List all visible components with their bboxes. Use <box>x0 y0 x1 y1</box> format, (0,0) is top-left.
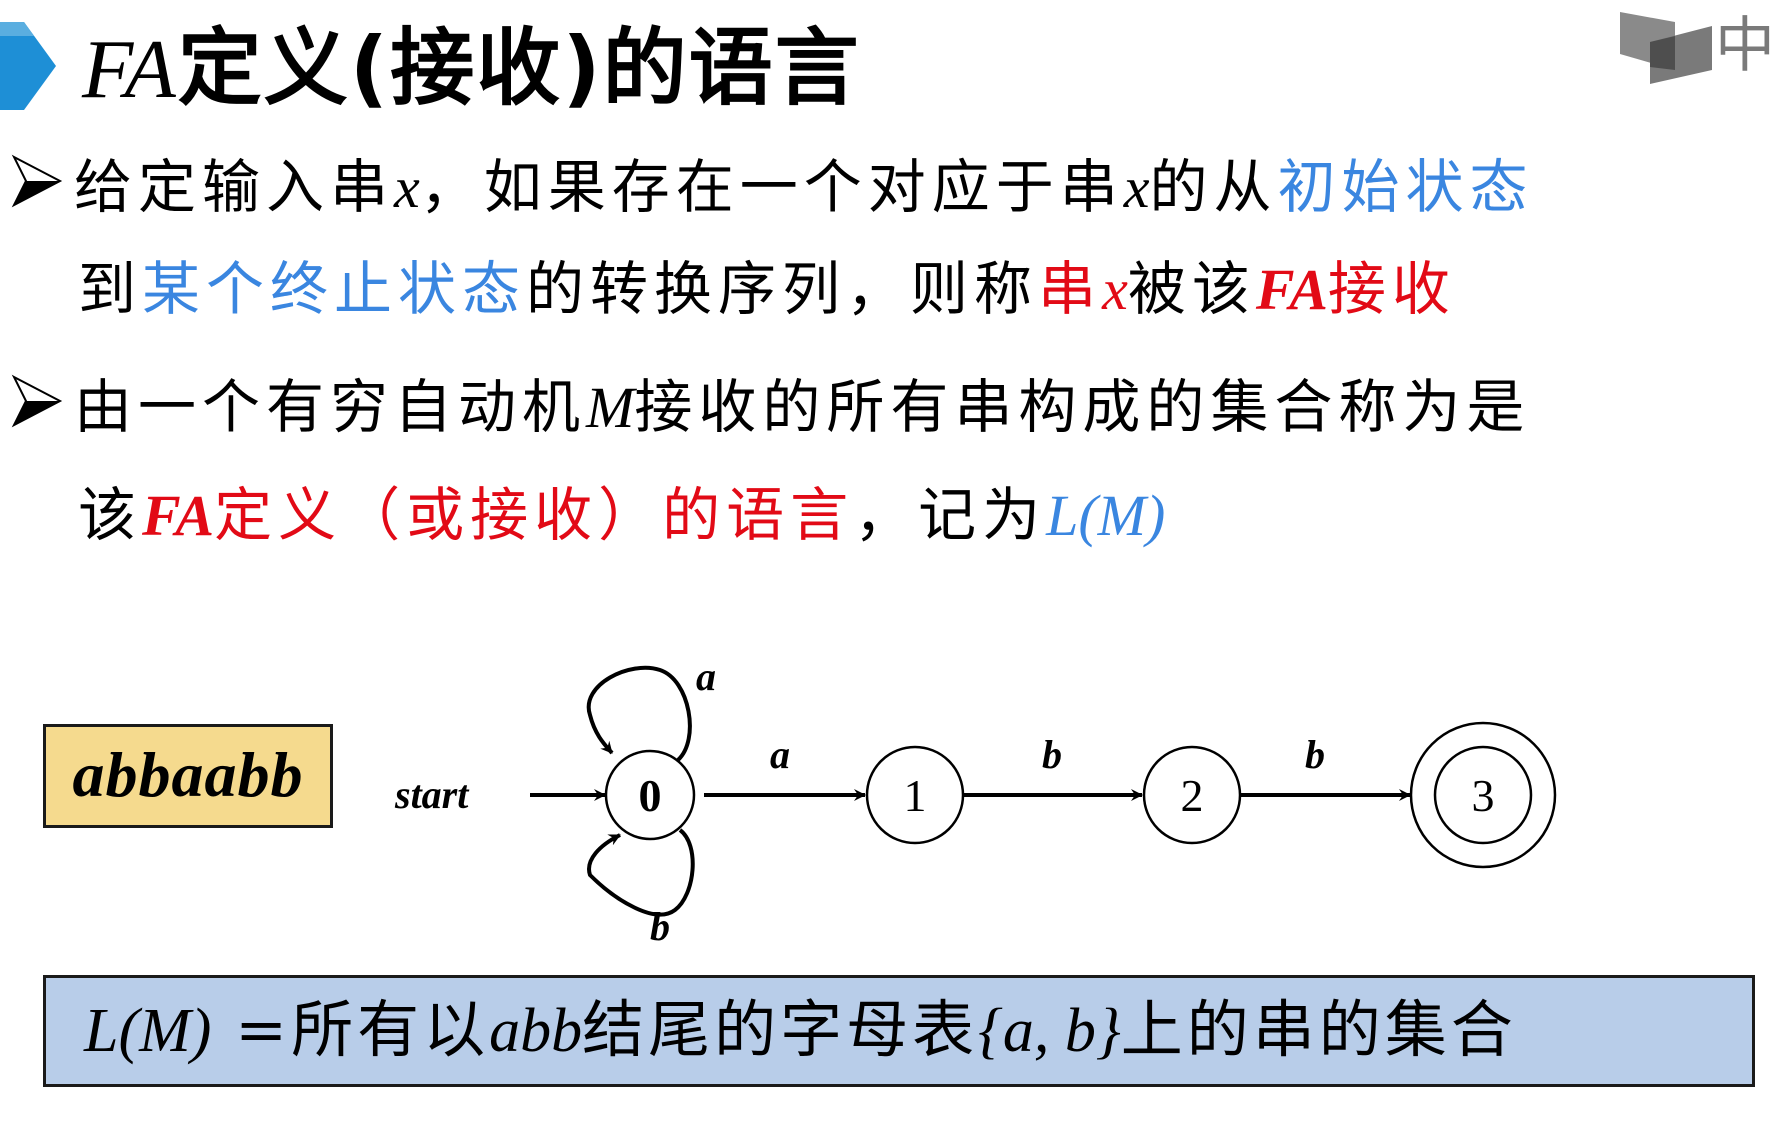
highlight-final-state: 某个终止状态 <box>142 255 527 323</box>
svg-text:b: b <box>1305 732 1325 777</box>
svg-text:a: a <box>770 732 790 777</box>
start-label: start <box>394 772 470 817</box>
bullet-1-line-2: 到某个终止状态的转换序列，则称串x被该FA接收 <box>78 255 1456 323</box>
bullet-2-line-1: 由一个有穷自动机M接收的所有串构成的集合称为是 <box>0 370 1530 445</box>
state-3-final: 3 <box>1409 721 1557 869</box>
self-loop-b-label: b <box>650 904 670 949</box>
self-loop-a <box>586 665 692 762</box>
svg-text:0: 0 <box>639 770 662 821</box>
highlight-initial-state: 初始状态 <box>1277 153 1534 221</box>
bullet-2-line-2: 该FA定义（或接收）的语言，记为L(M) <box>78 481 1166 549</box>
self-loop-b <box>587 828 695 917</box>
state-0: 0 <box>604 749 696 841</box>
bullet-1-line-1: 给定输入串x，如果存在一个对应于串x的从初始状态 <box>0 150 1534 225</box>
svg-text:3: 3 <box>1472 770 1495 821</box>
logo-text: 中 <box>1715 14 1775 78</box>
logo-icon <box>1620 12 1712 84</box>
state-1: 1 <box>865 745 965 845</box>
fa-state-diagram: start 0 a b a 1 b 2 b 3 <box>394 654 1557 949</box>
arrowhead-bullet-icon <box>11 374 63 428</box>
svg-text:1: 1 <box>904 770 927 821</box>
svg-text:b: b <box>1042 732 1062 777</box>
state-2: 2 <box>1142 745 1242 845</box>
svg-text:2: 2 <box>1181 770 1204 821</box>
highlight-language-definition: 定义（或接收）的语言 <box>214 481 855 549</box>
title-arrow-icon <box>0 22 56 110</box>
page-title: FA定义(接收)的语言 <box>82 19 861 117</box>
arrowhead-bullet-icon <box>11 154 63 208</box>
input-string-box: abbaabb <box>43 724 333 828</box>
self-loop-a-label: a <box>696 654 716 699</box>
language-result-box: L(M) =所有以abb结尾的字母表{a, b}上的串的集合 <box>43 975 1755 1087</box>
